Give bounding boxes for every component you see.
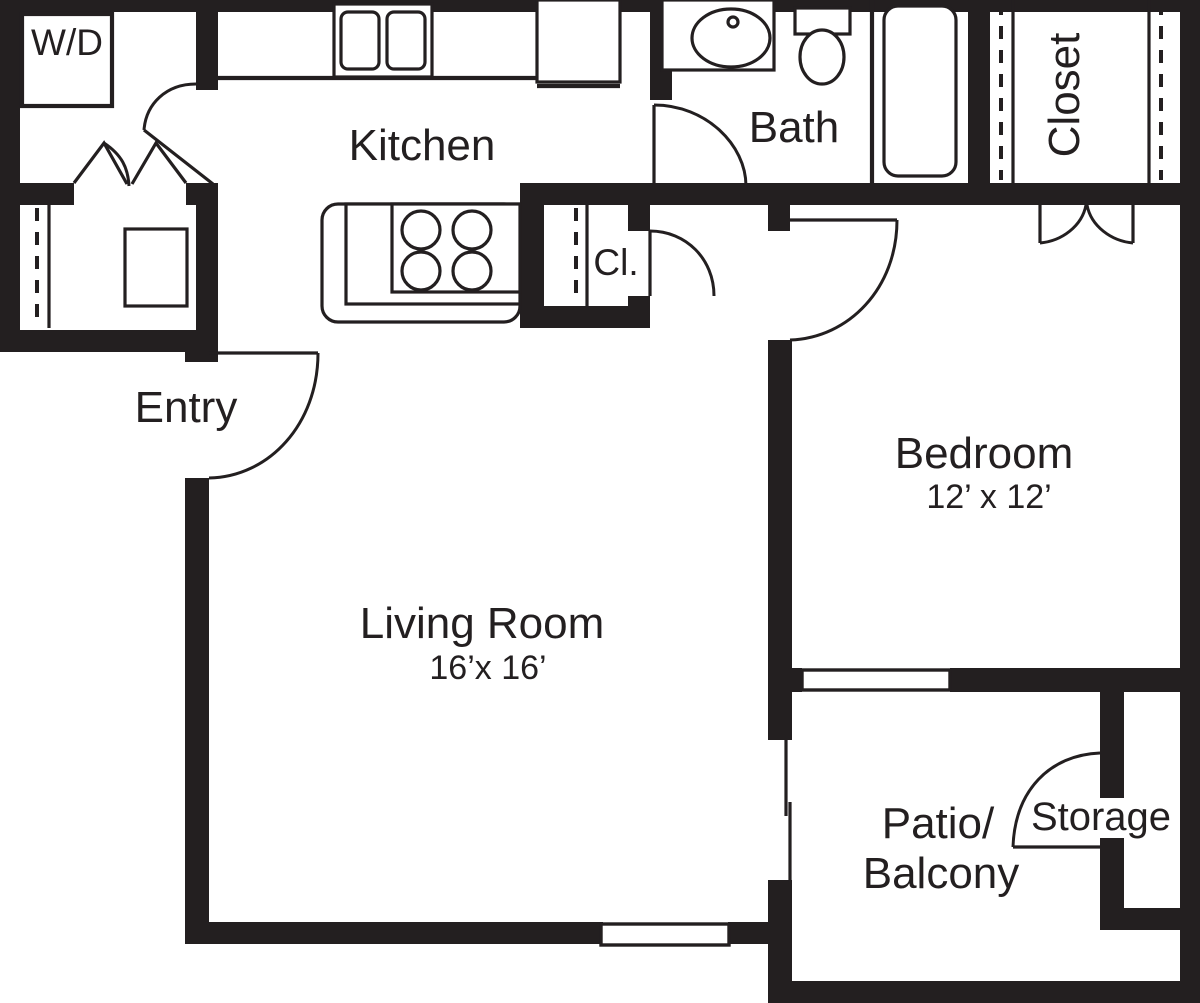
label-closet: Closet xyxy=(1040,33,1089,158)
bedroom-closet-bifold-arc-right xyxy=(1085,204,1134,245)
bathroom-sink-basin xyxy=(690,7,772,69)
bedroom-door-group[interactable] xyxy=(789,218,899,342)
bathtub xyxy=(882,4,958,178)
kitchen-group: Kitchen xyxy=(218,0,622,324)
wall-bath-closet-divider xyxy=(968,0,990,183)
sink-faucet-icon xyxy=(726,15,740,29)
hall-closet-door-swing xyxy=(649,229,716,297)
wall-exterior-left-upper xyxy=(0,0,20,348)
burner-top-right xyxy=(451,209,493,251)
entry-door-swing xyxy=(208,352,320,480)
wall-patio-left-upper xyxy=(768,668,792,740)
hall-closet-group: Cl. xyxy=(574,205,716,306)
entry-closet-bifold-arc xyxy=(103,141,131,187)
patio-group: Patio/ Balcony xyxy=(784,740,1020,898)
wall-living-room-left xyxy=(185,478,209,944)
label-laundry: W/D xyxy=(31,22,103,63)
wall-entry-closet-right xyxy=(196,183,218,348)
label-patio-line2: Balcony xyxy=(863,849,1020,898)
entry-door-group[interactable] xyxy=(208,351,320,480)
burner-top-left xyxy=(400,209,442,251)
kitchen-sink-bowl-left xyxy=(339,10,381,71)
wall-exterior-right xyxy=(1180,0,1200,1003)
washer-dryer-unit xyxy=(19,11,115,109)
wall-bath-bottom xyxy=(650,183,1200,205)
living-room-slider xyxy=(599,922,731,947)
wall-living-room-bottom-right xyxy=(728,922,780,944)
kitchen-laundry-door-panel xyxy=(143,128,214,186)
bedroom-closet-group: Closet xyxy=(999,0,1163,245)
wall-entry-closet-top-left xyxy=(0,183,74,205)
burner-bottom-right xyxy=(451,250,493,292)
wall-hall-closet-left xyxy=(520,183,544,328)
wall-hall-closet-right-upper xyxy=(628,183,650,231)
bath-door-swing xyxy=(653,103,748,187)
bedroom-door-swing xyxy=(789,219,899,342)
label-living-room: Living Room xyxy=(360,599,605,648)
water-heater xyxy=(123,227,189,308)
wall-patio-bottom xyxy=(768,981,1200,1003)
wall-bedroom-bottom-right xyxy=(950,668,1200,692)
label-kitchen: Kitchen xyxy=(349,121,496,170)
bath-group: Bath xyxy=(660,0,958,183)
label-entry: Entry xyxy=(135,383,238,432)
laundry-group: W/D xyxy=(19,11,115,109)
label-patio-line1: Patio/ xyxy=(882,799,995,848)
toilet-tank xyxy=(793,6,852,36)
wall-laundry-kitchen xyxy=(196,0,218,90)
entry-closet-bifold-right xyxy=(130,140,188,185)
label-bath: Bath xyxy=(749,103,840,152)
kitchen-laundry-door-group[interactable] xyxy=(142,82,214,186)
burner-bottom-left xyxy=(400,250,442,292)
wall-storage-bottom xyxy=(1100,908,1200,930)
label-bedroom-dimensions: 12’ x 12’ xyxy=(926,478,1051,516)
label-storage: Storage xyxy=(1031,795,1171,839)
entry-group: Entry xyxy=(135,383,238,432)
wall-hall-bedroom-upper xyxy=(768,183,790,231)
kitchen-laundry-door-swing xyxy=(142,82,197,131)
toilet-bowl xyxy=(798,28,846,86)
bedroom-closet-bifold-arc-left xyxy=(1039,204,1088,245)
label-hall-closet: Cl. xyxy=(593,242,638,283)
living-room-group: Living Room 16’x 16’ xyxy=(360,599,731,947)
wall-bedroom-left xyxy=(768,340,792,690)
storage-door-swing xyxy=(1011,751,1101,848)
bedroom-group: Bedroom 12’ x 12’ xyxy=(800,429,1074,692)
wall-entry-nub xyxy=(185,330,218,362)
label-living-room-dimensions: 16’x 16’ xyxy=(429,649,546,687)
label-bedroom: Bedroom xyxy=(895,429,1074,478)
wall-hall-closet-bottom xyxy=(520,306,650,328)
bedroom-window xyxy=(800,668,952,692)
wall-living-room-bottom xyxy=(185,922,603,944)
bath-door-group[interactable] xyxy=(652,103,748,187)
storage-group: Storage xyxy=(1011,751,1171,849)
wall-storage-left-upper xyxy=(1100,692,1124,798)
entry-closet-group xyxy=(35,140,189,328)
wall-entry-closet-bottom xyxy=(0,330,218,352)
refrigerator xyxy=(535,0,622,84)
kitchen-sink-bowl-right xyxy=(385,10,427,71)
entry-closet-bifold-left xyxy=(72,140,129,185)
wall-hall-closet-right-lower xyxy=(628,296,650,328)
